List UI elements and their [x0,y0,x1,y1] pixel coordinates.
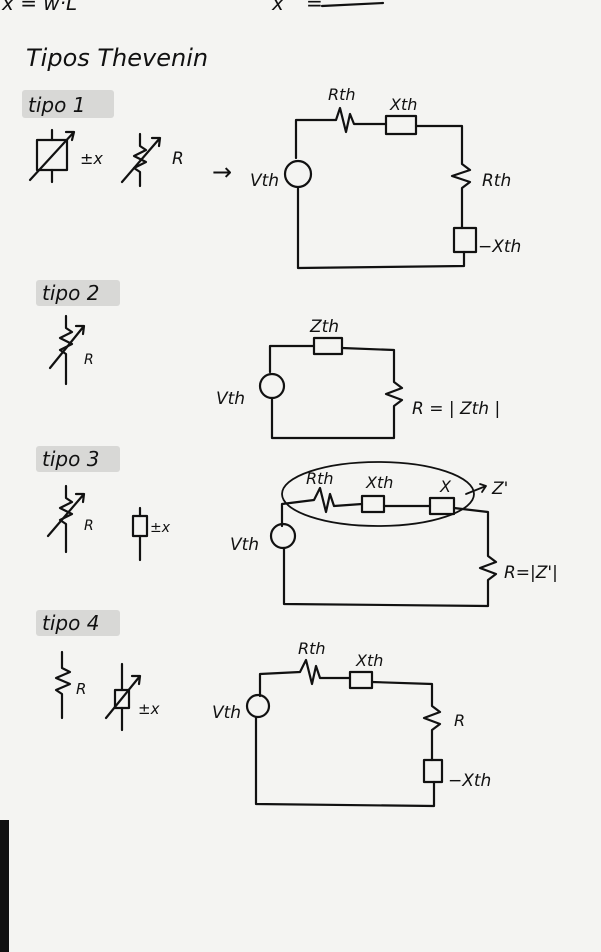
circuit-1 [283,106,478,270]
reactance-box-top [384,114,418,136]
legend-label-x: ±x [80,149,103,168]
right-label-xth: −Xth [448,771,491,791]
circuit-2 [258,336,404,440]
group-ellipse [281,461,475,527]
circuit-4 [245,658,444,808]
legend-reactance-icon [131,506,149,562]
section-label: tipo 1 [28,93,85,117]
arrow-to-group [465,483,487,495]
top-label-xth: Xth [355,651,383,670]
section-label-highlight [36,446,120,472]
legend-label-x: ±x [138,700,160,718]
source-label: Vth [250,171,279,191]
legend-resistor-icon [54,650,72,720]
legend-label-r: R [84,352,94,368]
right-label-xth: −Xth [478,237,521,257]
voltage-source-icon [245,693,271,719]
top-fragments: x = w·L x = [1,0,385,15]
legend-label-r: R [84,518,94,534]
right-label-r: R [454,711,465,730]
section-tipo-2: tipo 2 R Vth Zth R = | Zth | [36,280,500,440]
top-label-zth: Zth [309,317,339,337]
section-tipo-1: tipo 1 ±x R → Vth Rth Xth Rth −Xth [22,85,521,270]
legend-variable-resistor-icon [120,132,162,188]
legend-variable-reactance-icon [28,128,76,184]
section-label: tipo 4 [42,611,99,635]
top-fragment-1: x = w·L [1,0,77,15]
section-tipo-3: tipo 3 R ±x Vth Rth Xth X Z' R=|Z'| [36,446,558,608]
impedance-box-top [312,336,344,356]
section-label-highlight [36,610,120,636]
arrow-right: → [212,158,232,186]
section-label-highlight [22,90,114,118]
right-label-r-zth: R = | Zth | [412,399,500,419]
top-label-x: X [439,477,452,496]
top-label-xth: Xth [389,95,417,114]
section-label: tipo 2 [42,281,99,305]
right-label-r-z-prime: R=|Z'| [504,563,558,583]
fraction-bar [320,1,385,8]
section-tipo-4: tipo 4 R ±x Vth Rth Xth R −Xth [36,610,491,808]
circuit-3 [269,461,498,608]
voltage-source-icon [283,159,313,189]
reactance-box-right [452,226,478,254]
legend-variable-resistor-icon [48,314,86,386]
legend-variable-reactance-icon [104,662,142,732]
right-label-rth: Rth [482,171,511,191]
top-label-rth: Rth [298,639,326,658]
reactance-box-right [422,758,444,784]
reactance-box-top [360,494,386,514]
top-fragment-3: = [306,0,323,15]
top-label-rth: Rth [328,85,356,104]
page-title: Tipos Thevenin [26,44,208,72]
reactance-box-x [428,496,456,516]
top-label-rth: Rth [306,469,334,488]
voltage-source-icon [269,522,297,550]
section-label-highlight [36,280,120,306]
page-edge-shadow [0,820,9,952]
legend-variable-resistor-icon [46,484,86,554]
source-label: Vth [212,703,241,723]
voltage-source-icon [258,372,286,400]
top-label-xth: Xth [365,473,393,492]
section-label: tipo 3 [42,447,99,471]
legend-label-r: R [76,680,86,698]
source-label: Vth [216,389,245,409]
legend-label-r: R [172,149,184,169]
reactance-box-top [348,670,374,690]
group-label-z-prime: Z' [491,479,508,499]
source-label: Vth [230,535,259,555]
top-fragment-2: x [271,0,284,15]
legend-label-x: ±x [150,520,171,536]
